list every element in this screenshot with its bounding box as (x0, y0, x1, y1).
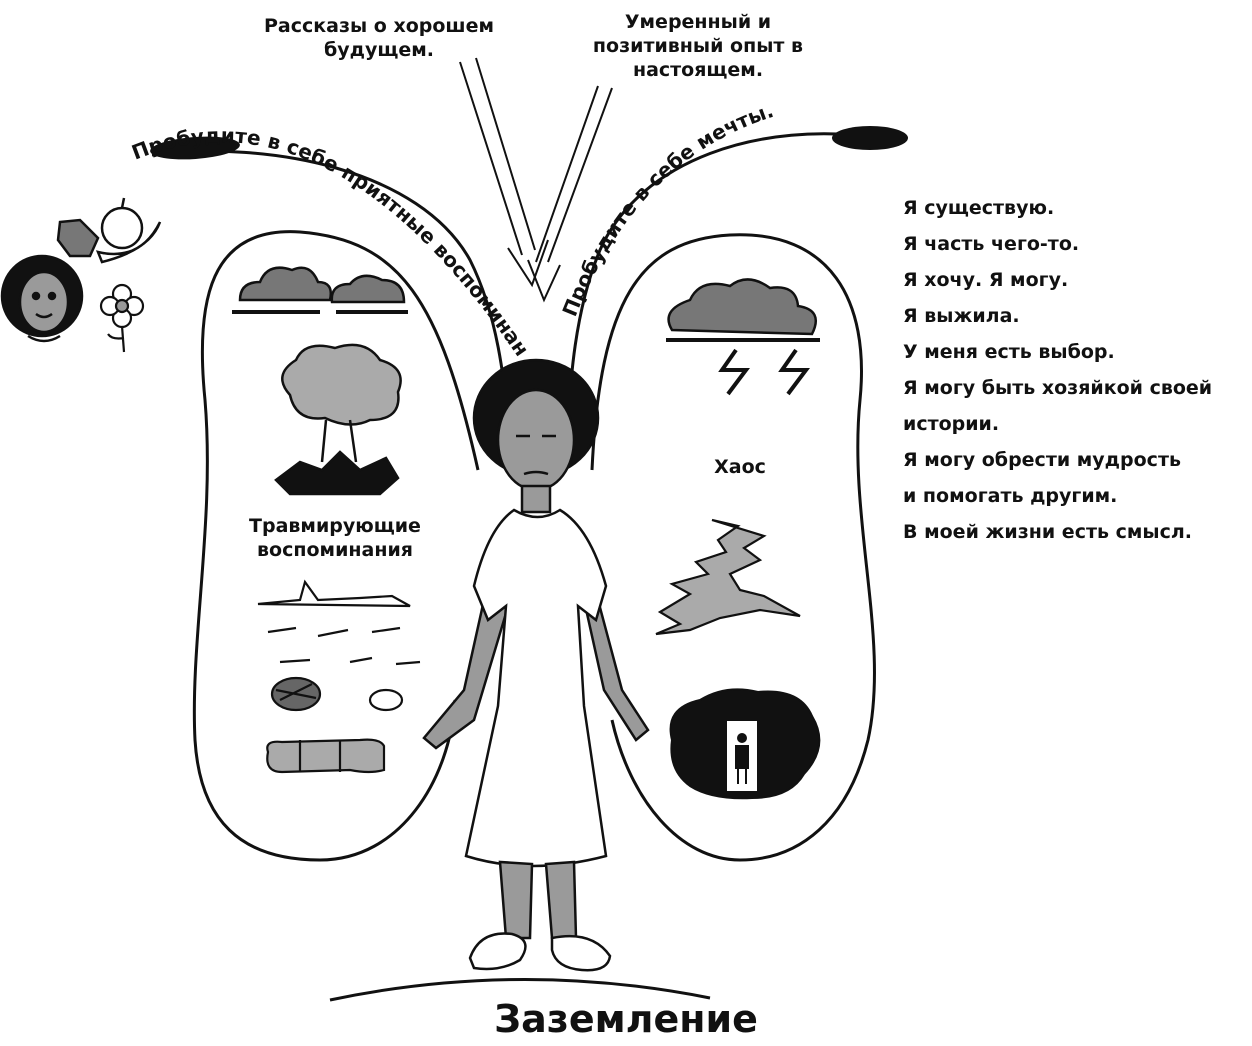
door-icon (671, 689, 820, 798)
affirmation-item: Я могу обрести мудрость (903, 448, 1181, 472)
flower-icon (101, 285, 143, 352)
affirmation-item: Я часть чего-то. (903, 232, 1079, 256)
affirmation-item: истории. (903, 412, 999, 436)
right-antenna-tip (832, 126, 908, 150)
thunder-cloud-icon (666, 279, 820, 394)
ruins-icon (258, 582, 420, 772)
affirmation-item: Я существую. (903, 196, 1054, 220)
label-future-stories: Рассказы о хорошем будущем. (248, 14, 510, 62)
affirmation-item: Я могу быть хозяйкой своей (903, 376, 1212, 400)
grounding-title: Заземление (0, 996, 1252, 1042)
woman-figure (424, 360, 648, 970)
arrow-future (460, 58, 548, 285)
label-traumatic-memories: Травмирующие воспоминания (240, 514, 430, 562)
explosion-icon (276, 345, 401, 494)
woman-face-icon (2, 256, 82, 341)
storm-cloud-icon (232, 268, 408, 312)
affirmation-item: У меня есть выбор. (903, 340, 1115, 364)
affirmation-item: В моей жизни есть смысл. (903, 520, 1192, 544)
crack-icon (656, 520, 800, 634)
label-present-experience: Умеренный и позитивный опыт в настоящем. (582, 10, 814, 82)
fruit-icon (58, 198, 160, 262)
affirmation-item: Я выжила. (903, 304, 1020, 328)
affirmation-item: Я хочу. Я могу. (903, 268, 1068, 292)
label-chaos: Хаос (700, 455, 780, 479)
affirmation-item: и помогать другим. (903, 484, 1117, 508)
